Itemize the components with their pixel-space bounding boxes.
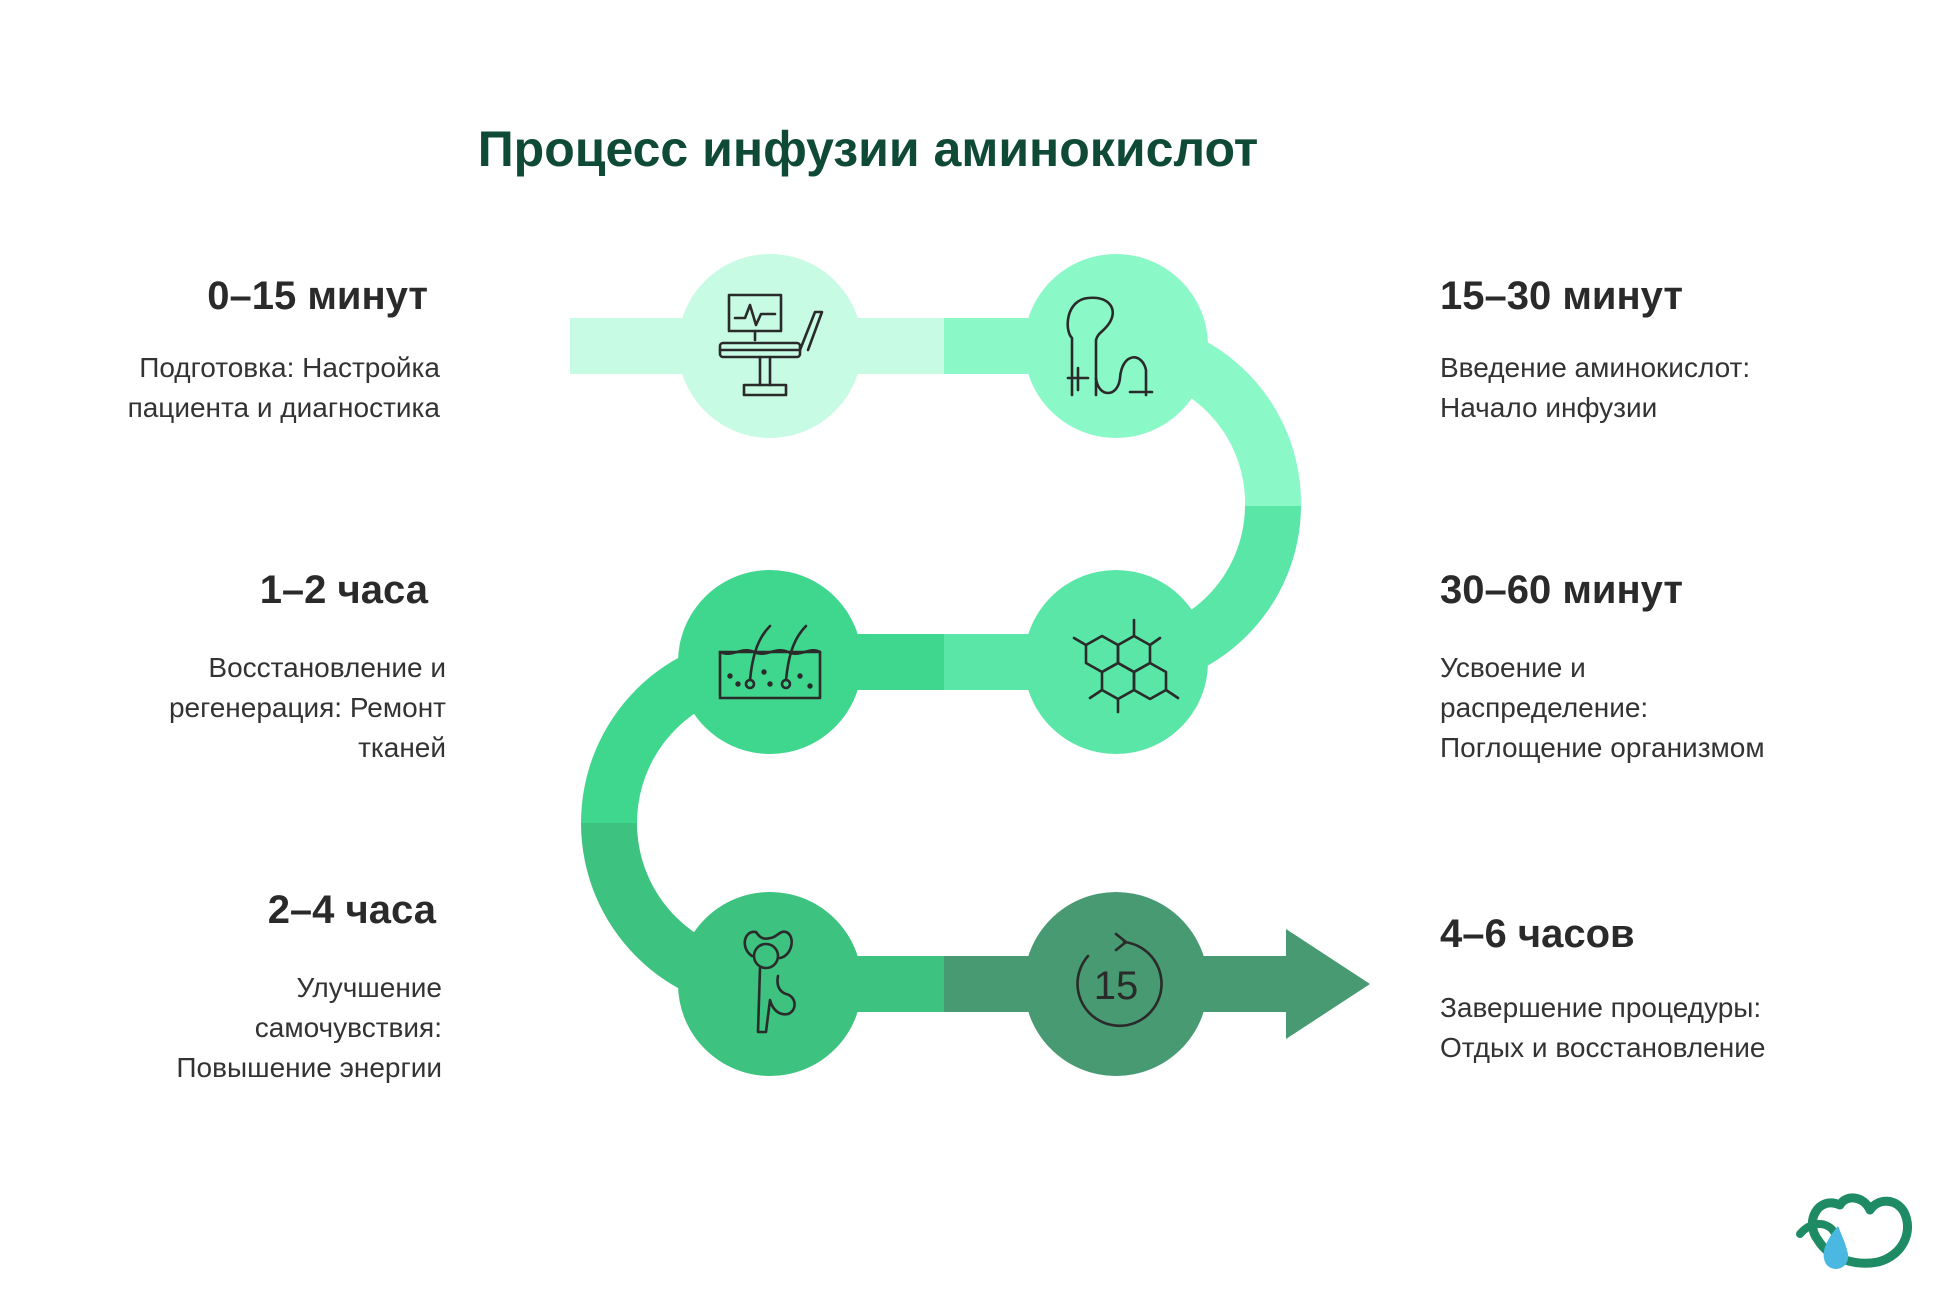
step-4-time: 1–2 часа [259,568,428,612]
step-3-description: Усвоение и распределение: Поглощение орг… [1440,648,1765,768]
step-6-description: Завершение процедуры: Отдых и восстановл… [1440,988,1765,1068]
step-6-time: 4–6 часов [1440,912,1635,956]
step-1-time: 0–15 минут [207,274,428,318]
step-2-circle [1024,254,1208,438]
step-3-desc-line: Поглощение организмом [1440,732,1765,763]
step-4-description: Восстановление и регенерация: Ремонт тка… [169,648,446,768]
step-6-desc-line: Отдых и восстановление [1440,1032,1766,1063]
step-5-circle [678,892,862,1076]
step-1-description: Подготовка: Настройка пациента и диагнос… [128,348,440,428]
brand-logo [1796,1193,1913,1269]
skin-regeneration-icon [718,624,822,700]
step-2-desc-line: Начало инфузии [1440,392,1658,423]
page-title: Процесс инфузии аминокислот [477,121,1259,177]
step-6-circle [1024,892,1208,1076]
step-4-desc-line: регенерация: Ремонт [168,692,446,723]
step-2-desc-line: Введение аминокислот: [1440,352,1751,383]
step-2-time: 15–30 минут [1440,274,1684,318]
timer-number: 15 [1094,964,1139,1008]
step-5-description: Улучшение самочувствия: Повышение энерги… [176,968,442,1088]
step-1-desc-line: пациента и диагностика [127,392,440,423]
iv-drip-arm-icon [1066,296,1154,397]
step-3-desc-line: распределение: [1440,692,1649,723]
path-arrowhead [1286,929,1370,1039]
step-4-desc-line: тканей [358,732,446,763]
step-2-description: Введение аминокислот: Начало инфузии [1440,348,1750,428]
medical-chair-monitor-icon [718,293,824,397]
step-1-circle [678,254,862,438]
molecule-structure-icon [1072,618,1180,714]
step-6-desc-line: Завершение процедуры: [1440,992,1762,1023]
energy-body-icon [743,930,796,1034]
step-3-desc-line: Усвоение и [1440,652,1586,683]
step-5-desc-line: Повышение энергии [176,1052,442,1083]
step-5-desc-line: Улучшение [296,972,442,1003]
step-4-circle [678,570,862,754]
step-4-desc-line: Восстановление и [208,652,446,683]
step-5-time: 2–4 часа [267,888,436,932]
step-3-circle [1024,570,1208,754]
step-1-desc-line: Подготовка: Настройка [139,352,440,383]
step-5-desc-line: самочувствия: [254,1012,442,1043]
step-3-time: 30–60 минут [1440,568,1684,612]
timer-15-icon: 15 [1076,932,1163,1028]
